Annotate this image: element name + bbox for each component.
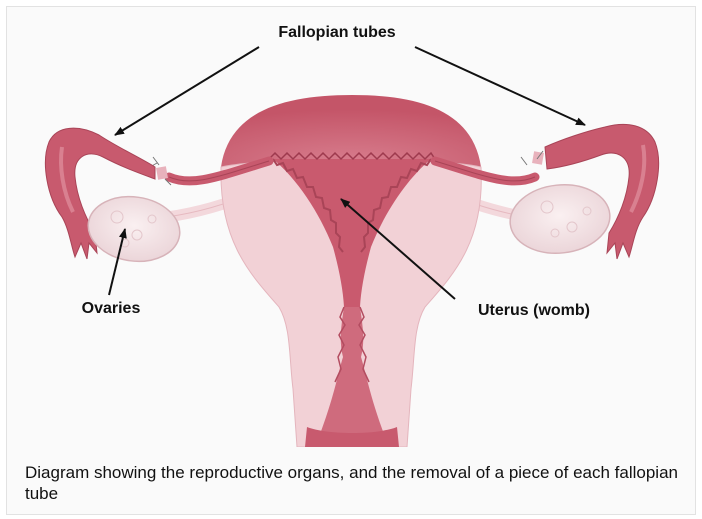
reproductive-organs-diagram: Fallopian tubes Ovaries Uterus (womb) <box>7 7 696 447</box>
uterus <box>221 95 481 447</box>
figure-caption: Diagram showing the reproductive organs,… <box>25 462 685 504</box>
ovary-left <box>84 191 184 267</box>
label-uterus: Uterus (womb) <box>478 302 590 319</box>
label-fallopian-tubes: Fallopian tubes <box>278 24 395 41</box>
ovary-right <box>507 180 614 258</box>
label-ovaries: Ovaries <box>82 300 141 317</box>
figure-frame: Fallopian tubes Ovaries Uterus (womb) Di… <box>6 6 696 515</box>
arrow-fallopian-left <box>115 47 259 135</box>
